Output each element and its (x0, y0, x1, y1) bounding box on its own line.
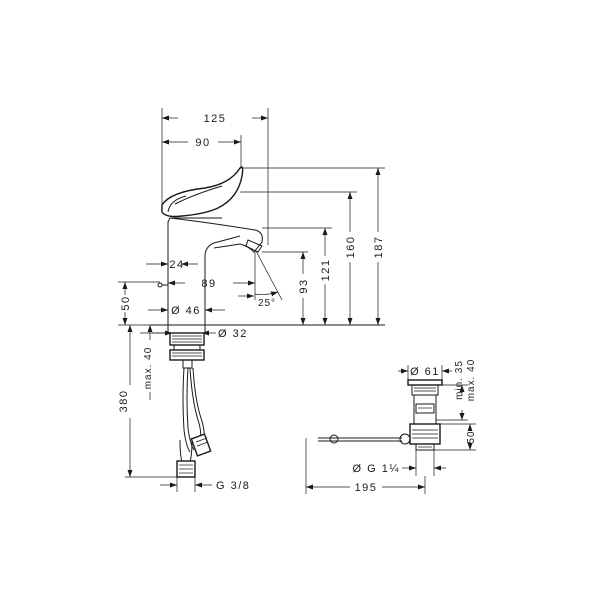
dim-label-90: 90 (195, 137, 210, 149)
dim-handle-length: 90 (162, 135, 242, 168)
dim-label-50-right: 50 (466, 430, 477, 443)
dim-label-50-left: 50 (120, 295, 132, 310)
dim-overall-length: 125 (161, 108, 269, 245)
dim-label-121: 121 (320, 259, 332, 282)
dim-label-max-40-waste: max. 40 (466, 359, 477, 402)
dim-label-max-40: max. 40 (143, 347, 154, 390)
dim-max-deck: max. 40 (140, 325, 170, 400)
dim-label-89: 89 (201, 278, 216, 290)
dim-flange-height: 50 (118, 281, 160, 326)
dim-label-380: 380 (118, 390, 130, 413)
dim-label-min-35: min. 35 (454, 360, 465, 400)
dim-label-125: 125 (204, 113, 227, 125)
dim-waste-depth: 50 (434, 423, 477, 451)
pop-up-waste (318, 379, 443, 451)
dim-overall-height: 187 (240, 167, 385, 325)
dim-connection: G 3/8 (160, 477, 250, 492)
dim-label-dia-46: Ø 46 (171, 305, 201, 317)
dim-outlet-height: 93 (262, 251, 310, 325)
dim-rod-length: 195 (305, 438, 426, 494)
underdeck-fixing (167, 324, 206, 369)
dim-label-dia-61: Ø 61 (410, 366, 440, 378)
supply-hoses (176, 367, 212, 478)
dim-label-160: 160 (345, 236, 357, 259)
dim-label-24: 24 (169, 259, 184, 271)
dim-spout-height: 121 (262, 227, 332, 325)
dim-label-25-deg: 25° (258, 298, 276, 309)
dim-waste-deck-range: min. 35 max. 40 (436, 359, 477, 421)
faucet-body (150, 166, 385, 326)
dim-label-93: 93 (298, 278, 310, 293)
dim-waste-flange: Ø 61 (398, 365, 452, 380)
dim-label-187: 187 (373, 236, 385, 259)
dim-outlet-angle: 25° (238, 250, 283, 309)
dim-base-diameter: Ø 46 (148, 305, 225, 317)
dim-body-offset: 24 (146, 259, 198, 271)
dim-hose-length: 380 (118, 325, 178, 478)
dim-handle-height: 160 (240, 191, 357, 325)
dim-spout-reach: 89 (168, 278, 255, 290)
dim-label-g-1-1-4: Ø G 1¼ (352, 463, 400, 475)
dim-label-g-3-8: G 3/8 (216, 480, 250, 492)
dim-label-dia-32: Ø 32 (218, 328, 248, 340)
dim-waste-thread: Ø G 1¼ (352, 450, 446, 476)
dim-label-195: 195 (355, 482, 378, 494)
